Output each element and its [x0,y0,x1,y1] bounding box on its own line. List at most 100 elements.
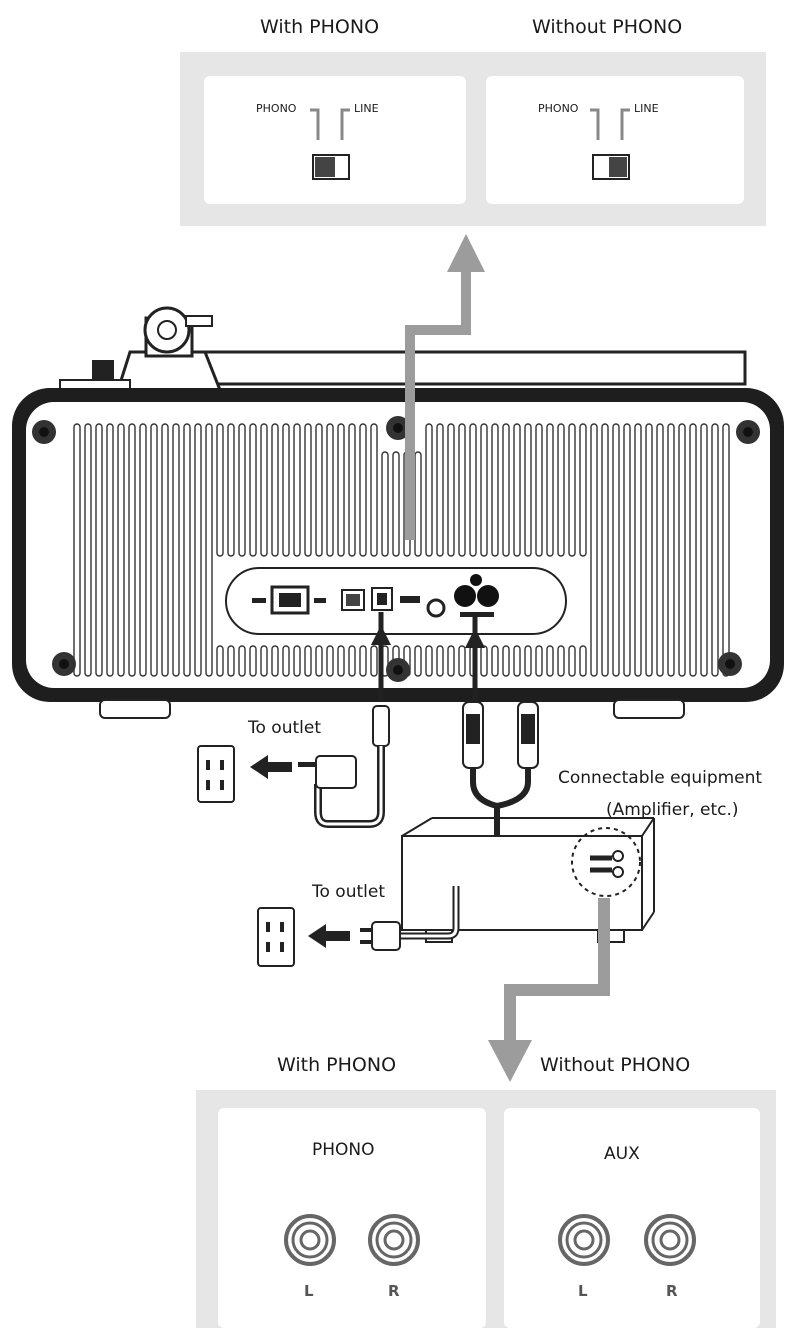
grille-slot [84,423,92,677]
phono-right-jack-label: R [388,1282,400,1300]
grille-slot [480,423,488,557]
grille-slot [689,423,697,677]
grille-slot [106,423,114,677]
amplifier-input-highlight [571,827,641,897]
grille-slot [304,645,312,677]
grille-slot [183,423,191,677]
grille-slot [348,645,356,677]
grille-slot [139,423,147,677]
grille-slot [392,451,400,557]
grille-slot [590,423,598,677]
wall-outlet-lower [257,907,295,967]
grille-slot [249,645,257,677]
left-line-bracket [340,108,350,140]
equipment-sublabel: (Amplifier, etc.) [606,800,739,820]
grille-slot [216,645,224,677]
grille-slot [491,645,499,677]
right-switch-phono-label: PHONO [538,102,579,115]
grille-slot [513,645,521,677]
with-phono-switch-box [204,76,466,204]
grille-slot [601,423,609,677]
bottom-with-phono-title: With PHONO [277,1054,397,1076]
grille-slot [304,423,312,557]
input-pointer-arrow [488,898,610,1082]
connector-plate [225,567,567,635]
grille-slot [535,423,543,557]
aux-right-jack-label: R [666,1282,678,1300]
power-adapter [197,612,391,828]
grille-slot [612,423,620,677]
turntable-rear-body [12,388,784,719]
grille-slot [370,423,378,557]
dc-plug [372,705,390,747]
grille-slot [414,451,422,557]
to-outlet-label-lower: To outlet [312,882,385,902]
amplifier-power [257,886,460,967]
grille-slot [502,645,510,677]
equipment-label: Connectable equipment [558,768,763,788]
grille-slot [667,423,675,677]
phono-left-jack-label: L [304,1282,314,1300]
grille-slot [95,423,103,677]
ac-plug [371,921,401,951]
grille-slot [381,451,389,557]
without-phono-input-box [504,1108,760,1328]
grille-slot [447,645,455,677]
grille-slot [172,423,180,677]
bottom-without-phono-title: Without PHONO [540,1054,691,1076]
grille-slot [700,423,708,677]
grille-slot [260,423,268,557]
grille-slot [557,423,565,557]
turntable-top [59,306,747,392]
grille-slot [502,423,510,557]
grille-slot [656,423,664,677]
grille-slot [546,423,554,557]
top-switch-panel [180,52,766,226]
grille-slot [128,423,136,677]
grille-slot [711,423,719,677]
aux-right-jack [644,1214,696,1266]
grille-slot [579,423,587,557]
connector-icons [252,574,499,618]
grille-slot [524,645,532,677]
grille-slot [458,423,466,557]
grille-slot [271,645,279,677]
to-outlet-arrow-lower [308,924,350,948]
grille-slot [315,423,323,557]
left-switch-phono-label: PHONO [256,102,297,115]
grille-slot [326,423,334,557]
left-foot [99,699,171,719]
grille-slot [436,423,444,557]
grille-slot [491,423,499,557]
aux-input-group-label: AUX [604,1144,640,1164]
corner-screws [32,416,760,682]
grille-slot [337,423,345,557]
grille-slot [722,423,730,677]
left-phono-bracket [310,108,320,140]
grille-slot [260,645,268,677]
grille-slot [337,645,345,677]
phono-left-jack [284,1214,336,1266]
right-line-bracket [620,108,630,140]
grille-slot [480,645,488,677]
grille-slot [150,423,158,677]
grille-slot [678,423,686,677]
ventilation-grille [73,423,730,677]
grille-slot [546,645,554,677]
grille-slot [359,423,367,557]
grille-slot [469,423,477,557]
grille-slot [436,645,444,677]
grille-slot [568,423,576,557]
grille-slot [359,645,367,677]
grille-slot [293,423,301,557]
grille-slot [414,645,422,677]
grille-slot [205,423,213,677]
grille-slot [557,645,565,677]
amplifier [401,817,655,943]
grille-slot [458,645,466,677]
right-slide-switch [592,154,630,180]
right-foot [613,699,685,719]
grille-slot [249,423,257,557]
left-switch-line-label: LINE [354,102,379,115]
grille-slot [623,423,631,677]
